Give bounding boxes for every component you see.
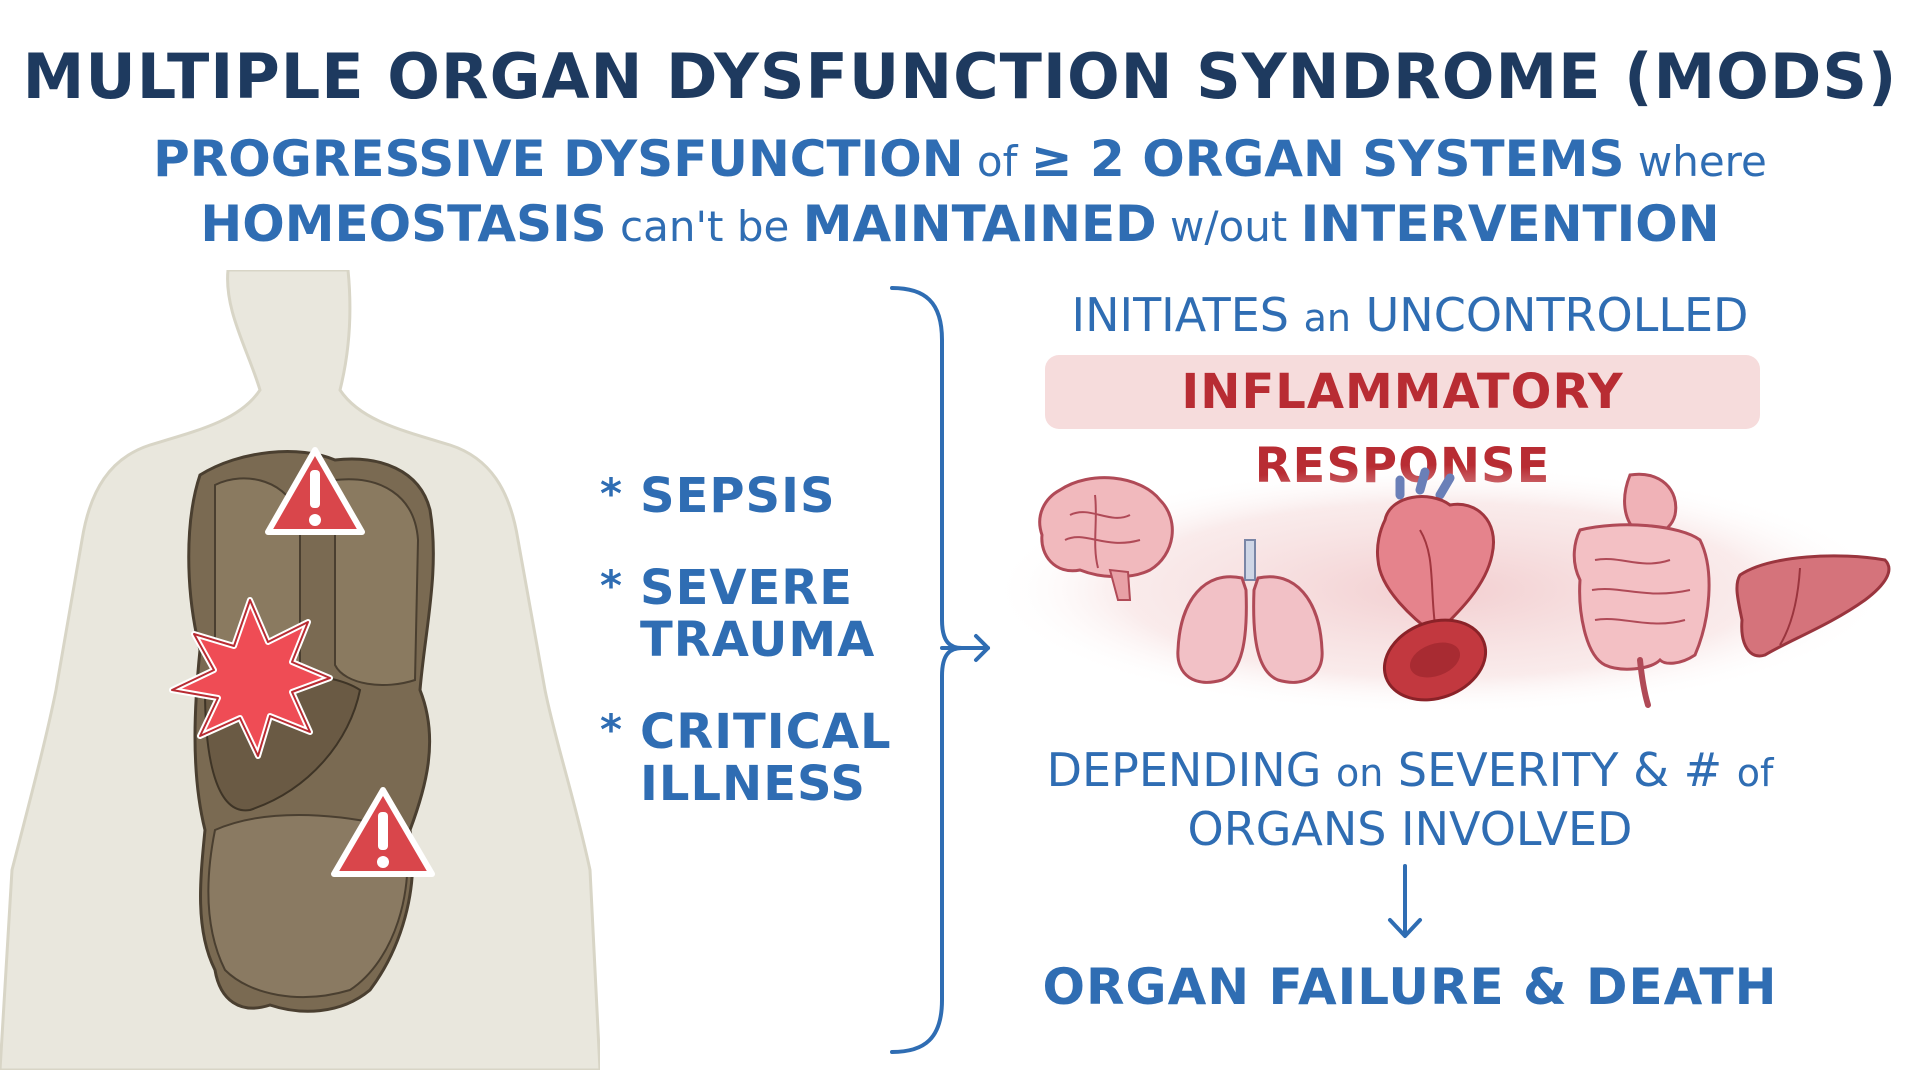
asterisk-bullet: * <box>600 705 622 754</box>
response-intro-text: INITIATES <box>1071 288 1304 342</box>
warning-icon <box>331 787 435 877</box>
dependency-text: DEPENDING <box>1046 743 1336 797</box>
response-intro-connector: an <box>1303 296 1351 340</box>
brain-icon <box>1038 476 1174 601</box>
cause-label: CRITICAL ILLNESS <box>640 704 892 812</box>
dependency-note: DEPENDING on SEVERITY & # of ORGANS INVO… <box>990 742 1830 857</box>
definition-term-homeostasis: HOMEOSTASIS <box>200 195 607 253</box>
asterisk-bullet: * <box>600 561 622 610</box>
definition-term-maintained: MAINTAINED <box>802 195 1157 253</box>
definition-line-2: HOMEOSTASIS can't be MAINTAINED w/out IN… <box>0 193 1920 258</box>
causes-list: * SEPSIS * SEVERE TRAUMA * CRITICAL ILLN… <box>600 470 892 850</box>
response-intro: INITIATES an UNCONTROLLED <box>990 288 1830 342</box>
definition-term-progressive: PROGRESSIVE DYSFUNCTION <box>153 130 964 188</box>
page-title: MULTIPLE ORGAN DYSFUNCTION SYNDROME (MOD… <box>22 40 1898 113</box>
heart-icon <box>1376 467 1495 637</box>
cause-item: * SEPSIS <box>600 468 892 524</box>
definition-connector: can't be <box>606 202 803 251</box>
definition-connector: where <box>1624 137 1767 186</box>
cause-item: * CRITICAL ILLNESS <box>600 704 892 812</box>
liver-icon <box>1735 554 1891 658</box>
right-arrow-icon <box>940 634 990 662</box>
inflammatory-response-highlight: INFLAMMATORY RESPONSE <box>1045 355 1760 494</box>
dependency-connector: on <box>1335 751 1384 795</box>
dependency-line-2: ORGANS INVOLVED <box>1187 802 1633 856</box>
right-brace-with-arrow <box>890 286 990 1054</box>
cause-item: * SEVERE TRAUMA <box>600 560 892 668</box>
definition-connector: of <box>963 137 1031 186</box>
injury-burst-icon <box>169 597 333 759</box>
down-arrow-icon <box>1388 864 1422 938</box>
organs-illustration <box>990 465 1891 715</box>
response-intro-text: UNCONTROLLED <box>1351 288 1749 342</box>
stomach-intestines-icon <box>1572 472 1711 708</box>
asterisk-bullet: * <box>600 469 622 518</box>
cause-label: SEVERE TRAUMA <box>640 560 876 668</box>
warning-icon <box>265 447 365 535</box>
definition-term-organ-systems: ≥ 2 ORGAN SYSTEMS <box>1030 130 1625 188</box>
dependency-line-1: DEPENDING on SEVERITY & # of <box>990 742 1830 801</box>
definition-term-intervention: INTERVENTION <box>1300 195 1720 253</box>
human-torso-illustration <box>0 270 600 1070</box>
lungs-icon <box>1176 539 1324 684</box>
dependency-connector: of <box>1736 751 1774 795</box>
outcome-text: ORGAN FAILURE & DEATH <box>1042 958 1778 1016</box>
red-blood-cell-icon <box>1382 618 1488 702</box>
curly-brace <box>890 286 963 1054</box>
definition-connector: w/out <box>1156 202 1301 251</box>
definition: PROGRESSIVE DYSFUNCTION of ≥ 2 ORGAN SYS… <box>0 128 1920 258</box>
dependency-text: SEVERITY & # <box>1383 743 1737 797</box>
cause-label: SEPSIS <box>640 468 836 524</box>
definition-line-1: PROGRESSIVE DYSFUNCTION of ≥ 2 ORGAN SYS… <box>0 128 1920 193</box>
